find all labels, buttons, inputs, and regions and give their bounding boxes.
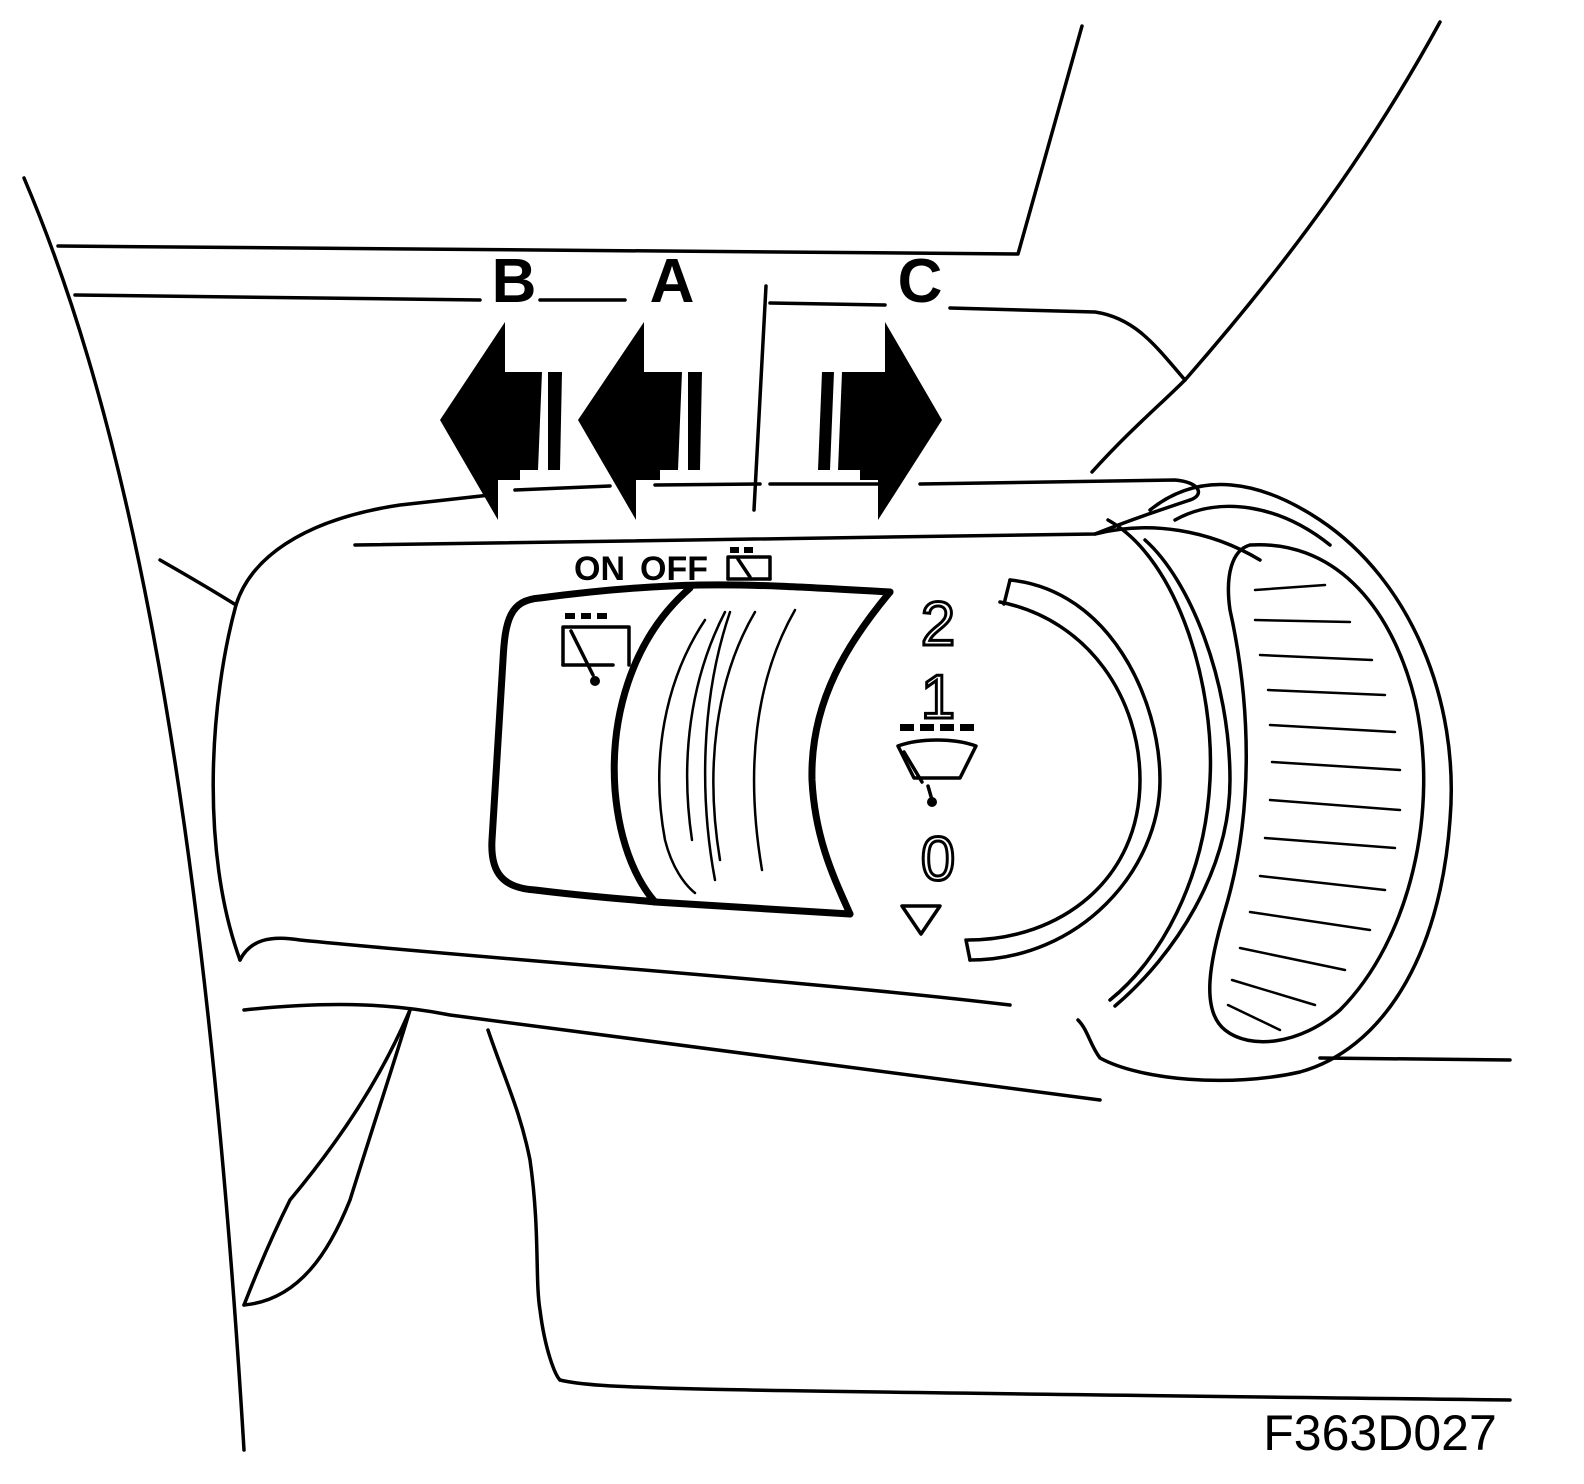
position-1-label: 1 bbox=[921, 663, 955, 732]
intermittent-wiper-icon bbox=[726, 547, 772, 581]
off-label: OFF bbox=[640, 550, 708, 588]
rear-wiper-icon bbox=[561, 613, 631, 686]
arrow-b bbox=[440, 322, 562, 520]
label-a: A bbox=[650, 247, 695, 316]
down-triangle-icon bbox=[900, 904, 942, 936]
column-shroud bbox=[22, 20, 1512, 1452]
on-label: ON bbox=[574, 550, 625, 588]
label-b: B bbox=[492, 247, 537, 316]
front-wiper-position-ring[interactable] bbox=[964, 518, 1232, 1008]
position-0-label: 0 bbox=[921, 825, 955, 894]
label-c: C bbox=[898, 247, 943, 316]
knurl-ridges bbox=[1226, 583, 1402, 1032]
figure-id: F363D027 bbox=[1263, 1405, 1497, 1461]
front-wiper-icon bbox=[896, 724, 978, 807]
position-2-label: 2 bbox=[921, 590, 955, 659]
arrow-c bbox=[818, 322, 942, 520]
rear-wiper-rotary-switch[interactable] bbox=[488, 581, 894, 918]
neutral-position-line bbox=[752, 284, 768, 512]
stalk-end-cap[interactable] bbox=[1076, 482, 1453, 1083]
arrow-a bbox=[578, 322, 702, 520]
